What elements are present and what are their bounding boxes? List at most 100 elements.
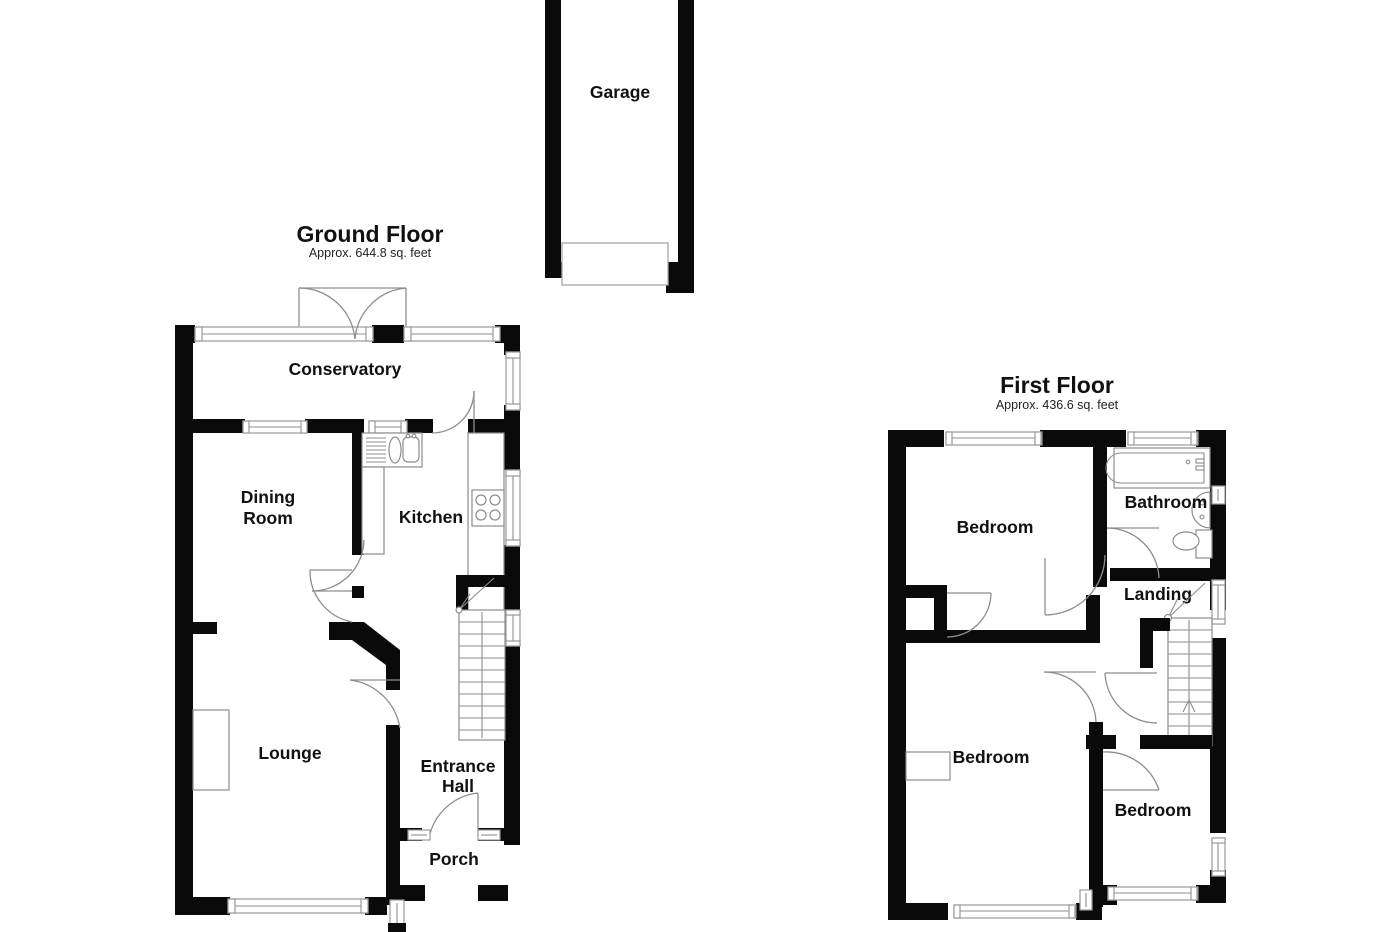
kitchen-window <box>368 420 408 434</box>
porch-entry-door[interactable] <box>388 899 406 932</box>
kitchen-sink-icon <box>361 432 423 468</box>
garage-left-wall <box>545 0 561 278</box>
ground-floor-plan: Conservatory Dining Room <box>175 287 521 932</box>
gf-pier-dining-door <box>352 586 364 598</box>
porch-window-right <box>477 829 501 841</box>
ground-floor-title: Ground Floor <box>297 221 444 247</box>
landing-side-window <box>1211 579 1226 625</box>
room-label-dining-line1: Dining <box>241 487 295 507</box>
ff-wall-bed1-pier <box>934 585 947 637</box>
gf-bottom-wall-left <box>175 897 230 915</box>
garage-bottom-left-stub <box>545 262 563 278</box>
first-floor-plan: Bedroom <box>888 430 1226 920</box>
conservatory-french-doors[interactable] <box>298 287 407 340</box>
room-conservatory: Conservatory <box>194 287 521 411</box>
landing-bedroom3-door[interactable] <box>1104 672 1158 724</box>
gf-wall-cons-dining-left <box>185 419 245 433</box>
garage-block: Garage <box>545 0 694 293</box>
porch-front-door[interactable] <box>428 792 479 839</box>
room-bedroom-3: Bedroom <box>1107 800 1226 901</box>
bedroom2-window <box>953 904 1077 919</box>
gf-right-wall-a <box>504 405 520 470</box>
gf-left-outer-wall <box>175 325 193 915</box>
ground-staircase-icon <box>455 577 506 741</box>
conservatory-to-kitchen-door[interactable] <box>431 390 475 434</box>
gf-right-wall-c <box>504 645 520 845</box>
room-label-conservatory: Conservatory <box>289 359 402 379</box>
first-floor-heading: First Floor Approx. 436.6 sq. feet <box>996 372 1119 412</box>
bath-tub-icon <box>1105 447 1211 489</box>
room-entrance-hall: Entrance Hall <box>421 756 496 796</box>
lounge-bay-window <box>227 898 369 914</box>
room-landing: Landing <box>1086 579 1226 749</box>
room-label-bathroom: Bathroom <box>1125 492 1208 512</box>
gf-wall-cons-kitchen-pier <box>352 419 364 433</box>
first-floor-title: First Floor <box>1000 372 1114 398</box>
ff-wall-bath-landing <box>1110 568 1210 581</box>
conservatory-window-right <box>403 326 501 342</box>
room-label-hall-line1: Entrance <box>421 756 496 776</box>
gf-wall-lounge-hall-angled <box>329 622 400 668</box>
hall-dining-door[interactable] <box>309 569 353 623</box>
conservatory-window-left <box>194 326 374 342</box>
kitchen-hob-icon <box>471 489 505 527</box>
room-dining: Dining Room <box>241 487 295 528</box>
gf-wall-kitchen-hall <box>456 575 508 587</box>
bedroom1-door[interactable] <box>946 592 992 638</box>
first-staircase-icon <box>1163 582 1213 747</box>
ff-left-outer-wall <box>888 430 906 920</box>
ff-wall-bed1-bed2 <box>888 630 1098 643</box>
room-label-hall-line2: Hall <box>442 776 474 796</box>
conservatory-side-window <box>505 351 521 411</box>
ff-landing-wall-b <box>1140 618 1153 668</box>
room-kitchen: Kitchen <box>361 432 521 619</box>
ff-right-wall-b <box>1210 638 1226 833</box>
room-label-dining-line2: Room <box>243 508 293 528</box>
room-bathroom: Bathroom <box>1105 447 1226 559</box>
bedroom3-door[interactable] <box>1102 751 1160 791</box>
porch-window-left <box>407 829 431 841</box>
bedroom2-wardrobe-icon <box>905 751 951 781</box>
gf-wall-cons-kitchen-right <box>405 419 433 433</box>
ff-wall-bed2-bed3 <box>1089 722 1103 907</box>
gf-wall-lounge-hall-vert <box>386 650 400 690</box>
garage-bottom-right-stub <box>666 262 694 293</box>
ff-bottom-wall-right <box>1196 885 1226 903</box>
kitchen-side-window <box>505 469 521 547</box>
garage-right-wall <box>678 0 694 293</box>
landing-bedroom1-door[interactable] <box>1044 554 1106 616</box>
first-floor-area: Approx. 436.6 sq. feet <box>996 398 1119 412</box>
room-label-bedroom-3: Bedroom <box>1115 800 1192 820</box>
bedroom2-door[interactable] <box>1043 671 1097 723</box>
ff-right-wall-a <box>1210 430 1226 610</box>
ff-top-wall-a <box>888 430 944 447</box>
room-label-landing: Landing <box>1124 584 1192 604</box>
lounge-fireplace-icon <box>192 709 230 791</box>
room-label-bedroom-1: Bedroom <box>957 517 1034 537</box>
ff-wall-bed1-bath <box>1093 447 1107 587</box>
ground-floor-heading: Ground Floor Approx. 644.8 sq. feet <box>297 221 444 260</box>
room-label-kitchen: Kitchen <box>399 507 463 527</box>
gf-lounge-left-pier <box>175 622 217 634</box>
room-porch: Porch <box>387 792 508 932</box>
ff-wall-landing-left <box>1086 595 1100 643</box>
wash-basin-icon <box>1191 491 1211 529</box>
bathroom-door[interactable] <box>1106 527 1160 579</box>
gf-wall-dining-kitchen <box>352 433 364 555</box>
dining-room-window <box>242 420 308 434</box>
bedroom3-side-window <box>1211 837 1226 877</box>
bathroom-window <box>1127 431 1199 446</box>
room-label-bedroom-2: Bedroom <box>953 747 1030 767</box>
hall-side-window <box>505 609 521 647</box>
bedroom1-window <box>945 431 1043 446</box>
hall-lounge-door[interactable] <box>349 679 401 729</box>
ff-top-wall-b <box>1040 430 1126 447</box>
gf-right-wall-b <box>504 545 520 610</box>
gf-wall-lounge-hall-lower <box>386 725 400 905</box>
room-bedroom-2: Bedroom <box>905 747 1077 919</box>
bedroom2-side-window <box>1079 889 1093 911</box>
ff-bottom-wall-left <box>888 903 948 920</box>
gf-bottom-wall-right <box>365 897 387 915</box>
